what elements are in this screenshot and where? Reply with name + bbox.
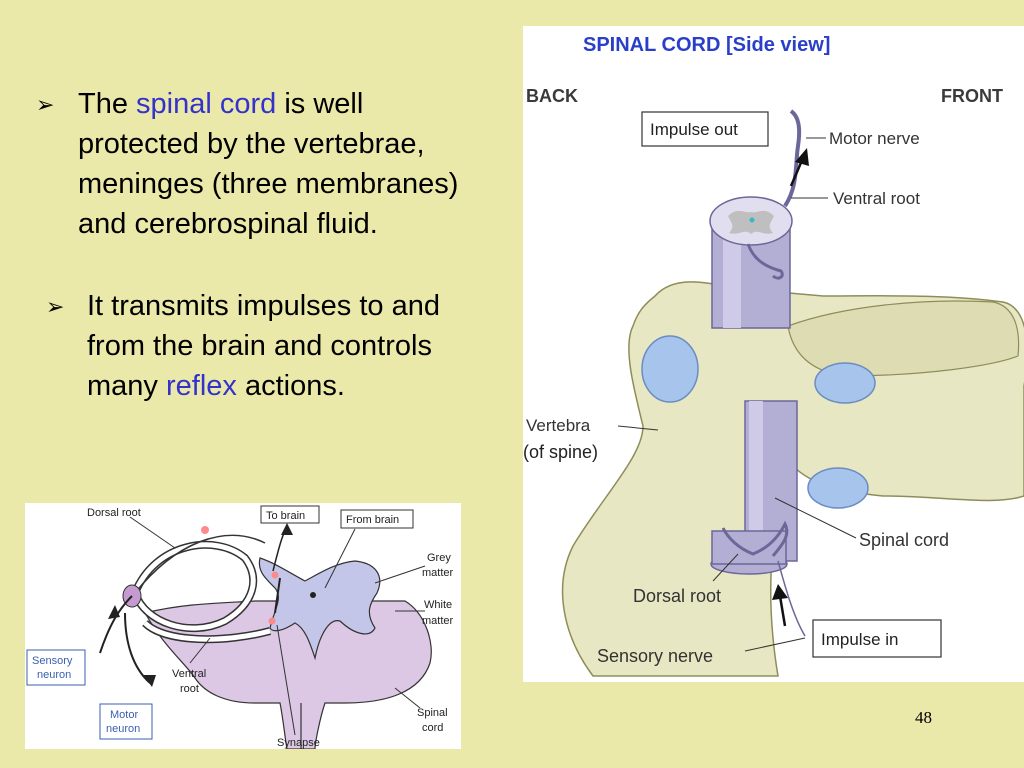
motor-neuron-path [124,612,151,684]
bullet-text: It transmits impulses to and from the br… [87,290,440,402]
vertebra-leader [617,425,659,431]
back-label: BACK [526,86,578,106]
impulse-in-box [812,619,942,658]
dorsal-root-leader [712,553,739,582]
motor-nerve-label: Motor nerve [829,129,920,148]
ventral-root-leader-section [189,637,211,664]
dorsal-root-label-section: Dorsal root [87,507,141,519]
sensory-arrowhead [108,605,120,619]
impulse-out-box [641,111,769,147]
spinal-cord-label-line1: Spinal [417,707,448,719]
dorsal-root-lower [721,520,789,557]
impulse-out-label: Impulse out [650,120,738,139]
bullet-text: is well protected by the vertebrae, meni… [78,88,459,240]
spinal-cord-cross-section-figure: Dorsal root To brain From brain Grey mat… [25,503,461,749]
central-canal-section [310,592,316,598]
from-brain-leader [324,528,356,589]
white-matter-label-line1: White [424,599,452,611]
bullet-item: ➢ The spinal cord is well protected by t… [30,84,460,244]
ventral-root-section-inner [143,621,271,642]
to-brain-arrowhead [281,523,293,535]
spinal-cord-label-line2: cord [422,722,443,734]
spinal-cord-leader [774,497,857,539]
sensory-neuron-label-line2: neuron [37,669,71,681]
arrow-bullet-icon: ➢ [46,294,65,319]
cross-section-illustration: Dorsal root To brain From brain Grey mat… [26,505,454,749]
impulse-out-arrowhead [795,148,809,166]
dorsal-root-label: Dorsal root [633,586,721,606]
to-brain-box [260,505,320,524]
sensory-nerve-label: Sensory nerve [597,646,713,666]
white-matter-label-line2: matter [422,615,454,627]
motor-neuron-label-line1: Motor [110,709,138,721]
from-brain-box [340,509,414,529]
from-brain-label: From brain [346,514,399,526]
page-number: 48 [915,708,932,727]
spinal-cord-side-view-figure: SPINAL CORD [Side view] BACK FRONT Impul… [523,26,1024,682]
bullet-list: ➢ The spinal cord is well protected by t… [30,84,460,406]
side-view-title: SPINAL CORD [Side view] [583,34,830,56]
synapse-label: Synapse [277,737,320,749]
bullet-text: actions. [236,370,345,402]
grey-matter-leader [374,565,426,584]
central-canal [749,217,755,223]
impulse-in-label: Impulse in [821,630,898,649]
synapse-marker-upper [271,571,279,579]
front-label: FRONT [941,86,1003,106]
impulse-in-arrow-shaft [778,595,787,627]
sensory-nerve-line [777,560,806,637]
cord-lower-highlight [749,401,763,561]
sensory-neuron-path [99,595,133,654]
ventral-root-path [746,243,784,280]
vertebra-label-line1: Vertebra [526,416,591,435]
disc-right-upper [814,362,876,404]
disc-right-lower [807,467,869,509]
grey-matter-label-line2: matter [422,567,454,579]
sensory-neuron-box [26,649,86,686]
to-brain-label: To brain [266,510,305,522]
spinal-cord-leader-section [394,687,421,709]
bullet-text: The [78,88,137,120]
disc-left [641,335,699,403]
cord-bottom [711,530,787,565]
ganglion-marker [201,526,209,534]
bullet-item: ➢ It transmits impulses to and from the … [30,286,460,406]
ventral-root-label-line2: root [180,683,199,695]
synapse-marker-lower [268,617,276,625]
highlight-term: spinal cord [136,88,277,120]
highlight-term: reflex [165,370,237,402]
motor-neuron-label-line2: neuron [106,723,140,735]
vertebra-label-line2: (of spine) [523,442,598,462]
impulse-in-arrowhead [772,584,788,600]
motor-nerve-path [783,109,802,208]
motor-neuron-box [99,703,153,740]
sensory-nerve-leader [744,637,806,652]
dorsal-root-fiber [134,534,266,594]
side-view-illustration: SPINAL CORD [Side view] BACK FRONT Impul… [523,34,1024,677]
spinal-cord-label: Spinal cord [859,530,949,550]
ventral-root-label: Ventral root [833,189,920,208]
dorsal-root-leader-section [129,516,176,549]
sensory-neuron-label-line1: Sensory [32,655,73,667]
motor-arrowhead [143,675,156,687]
ventral-root-label-line1: Ventral [172,668,206,680]
grey-matter-label-line1: Grey [427,552,451,564]
grey-matter-top [728,210,774,234]
synapse-fiber [274,577,281,614]
arrow-bullet-icon: ➢ [36,92,55,117]
dorsal-root-ring-inner [132,542,256,631]
synapse-leader [276,624,296,736]
